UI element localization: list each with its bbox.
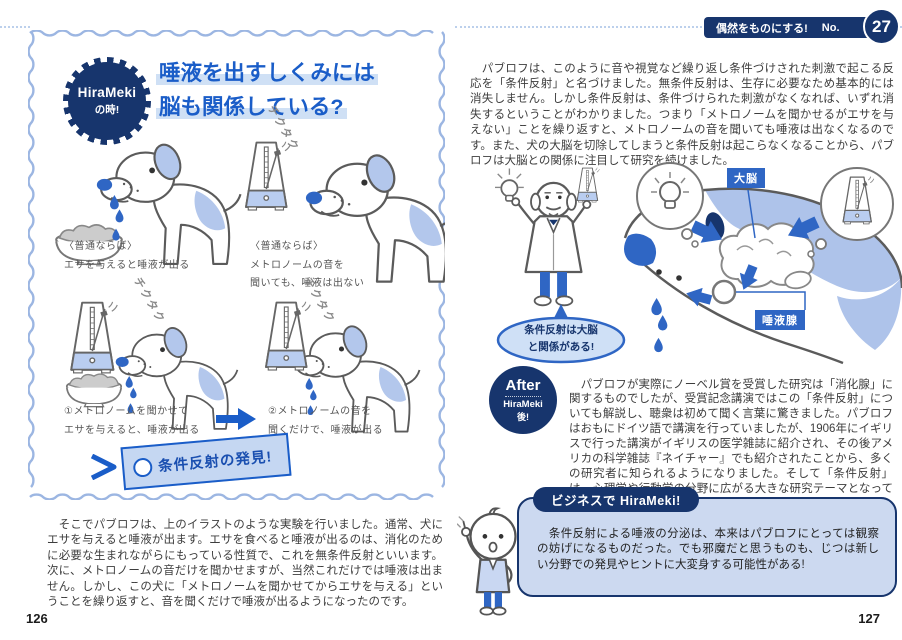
metronome-illustration xyxy=(245,140,292,211)
chapter-number-circle: 27 xyxy=(863,8,900,45)
after-label: After xyxy=(505,377,541,397)
right-body-paragraph: パブロフは、このように音や視覚など繰り返し条件づけされた刺激で起こる反応を「条件… xyxy=(470,62,895,167)
business-tab-label: ビジネスで HiraMeki! xyxy=(533,487,699,512)
chapter-number-badge: 偶然をものにする! No. 27 xyxy=(704,8,900,46)
chapter-series-bar: 偶然をものにする! No. xyxy=(704,17,886,38)
metronome-illustration xyxy=(70,300,119,374)
pavlov-illustration xyxy=(495,168,600,306)
tag-string-icon xyxy=(90,454,117,480)
speech-bubble-pointer xyxy=(553,304,569,320)
hirameki-time-badge: HiraMeki の時! xyxy=(63,57,151,145)
caption-scene3: ①メトロノームを聞かせて エサを与えると、唾液が出る xyxy=(64,406,200,436)
tag-hole-icon xyxy=(132,456,154,478)
speech-bubble-text: 条件反射は大脳 と関係がある! xyxy=(524,324,598,353)
title-line-1: 唾液を出すしくみには xyxy=(156,61,378,85)
left-body-paragraph: そこでパブロフは、上のイラストのような実験を行いました。通常、犬にエサを与えると… xyxy=(47,518,443,609)
badge-subtext: の時! xyxy=(94,104,120,116)
top-dotted-rule-left xyxy=(0,26,30,28)
page-number-right: 127 xyxy=(858,611,880,626)
no-label: No. xyxy=(821,21,840,34)
after-hirameki-badge: After HiraMeki 後! xyxy=(489,366,557,434)
after-suffix-label: 後! xyxy=(517,412,529,422)
pavlov-dog-figure: 大脳 唾液腺 条件反射は大脳 と関係がある! xyxy=(465,158,902,367)
gland-label-line xyxy=(736,291,806,310)
salivary-gland-marker xyxy=(711,279,737,305)
caption-scene1: 〈普通ならば〉 エサを与えると唾液が出る xyxy=(64,241,190,271)
after-hirameki-section: After HiraMeki 後! パブロフが実際にノーベル賞を受賞した研究は「… xyxy=(489,366,893,523)
business-box: ビジネスで HiraMeki! 条件反射による唾液の分泌は、本来はパブロフにとっ… xyxy=(517,487,897,597)
after-paragraph: パブロフが実際にノーベル賞を受賞した研究は「消化腺」に関するものでしたが、受賞記… xyxy=(569,378,893,510)
experiment-panel: HiraMeki の時! 唾液を出すしくみには 脳も関係している? 〈普通ならば… xyxy=(28,30,445,500)
drool-drops xyxy=(651,298,668,353)
signal-arrows xyxy=(686,216,820,307)
figure-artwork xyxy=(465,162,902,365)
brain-label-line xyxy=(747,189,756,239)
series-label: 偶然をものにする! xyxy=(716,22,808,35)
top-dotted-rule-right xyxy=(455,26,902,28)
after-hirameki-label: HiraMeki xyxy=(503,399,543,410)
business-hirameki-section: ビジネスで HiraMeki! 条件反射による唾液の分泌は、本来はパブロフにとっ… xyxy=(457,487,897,625)
dog-nose xyxy=(624,233,657,266)
speech-bubble xyxy=(496,316,626,364)
page-number-left: 126 xyxy=(26,611,48,626)
business-paragraph: 条件反射による唾液の分泌は、本来はパブロフにとっては観察の妨げになるものだった。… xyxy=(537,527,879,571)
lightbulb-icon xyxy=(659,181,681,203)
thought-bubble-metronome xyxy=(807,167,894,258)
title-line-2: 脳も関係している? xyxy=(156,95,347,119)
metronome-illustration xyxy=(265,300,312,371)
boy-character-illustration xyxy=(457,507,517,616)
page-title: 唾液を出すしくみには 脳も関係している? xyxy=(156,56,378,124)
label-salivary-gland: 唾液腺 xyxy=(755,310,805,330)
caption-scene2: 〈普通ならば〉 メトロノームの音を 聞いても、唾液は出ない xyxy=(250,241,365,289)
badge-text: HiraMeki xyxy=(77,85,137,100)
food-bowl-illustration xyxy=(65,373,123,408)
tag-label: 条件反射の発見! xyxy=(157,449,273,476)
right-page: 偶然をものにする! No. 27 パブロフは、このように音や視覚など繰り返し条件… xyxy=(451,0,902,640)
thought-bubble-lightbulb xyxy=(636,162,704,248)
label-brain: 大脳 xyxy=(727,168,765,188)
caption-scene4: ②メトロノームの音を 聞くだけで、唾液が出る xyxy=(268,406,384,436)
